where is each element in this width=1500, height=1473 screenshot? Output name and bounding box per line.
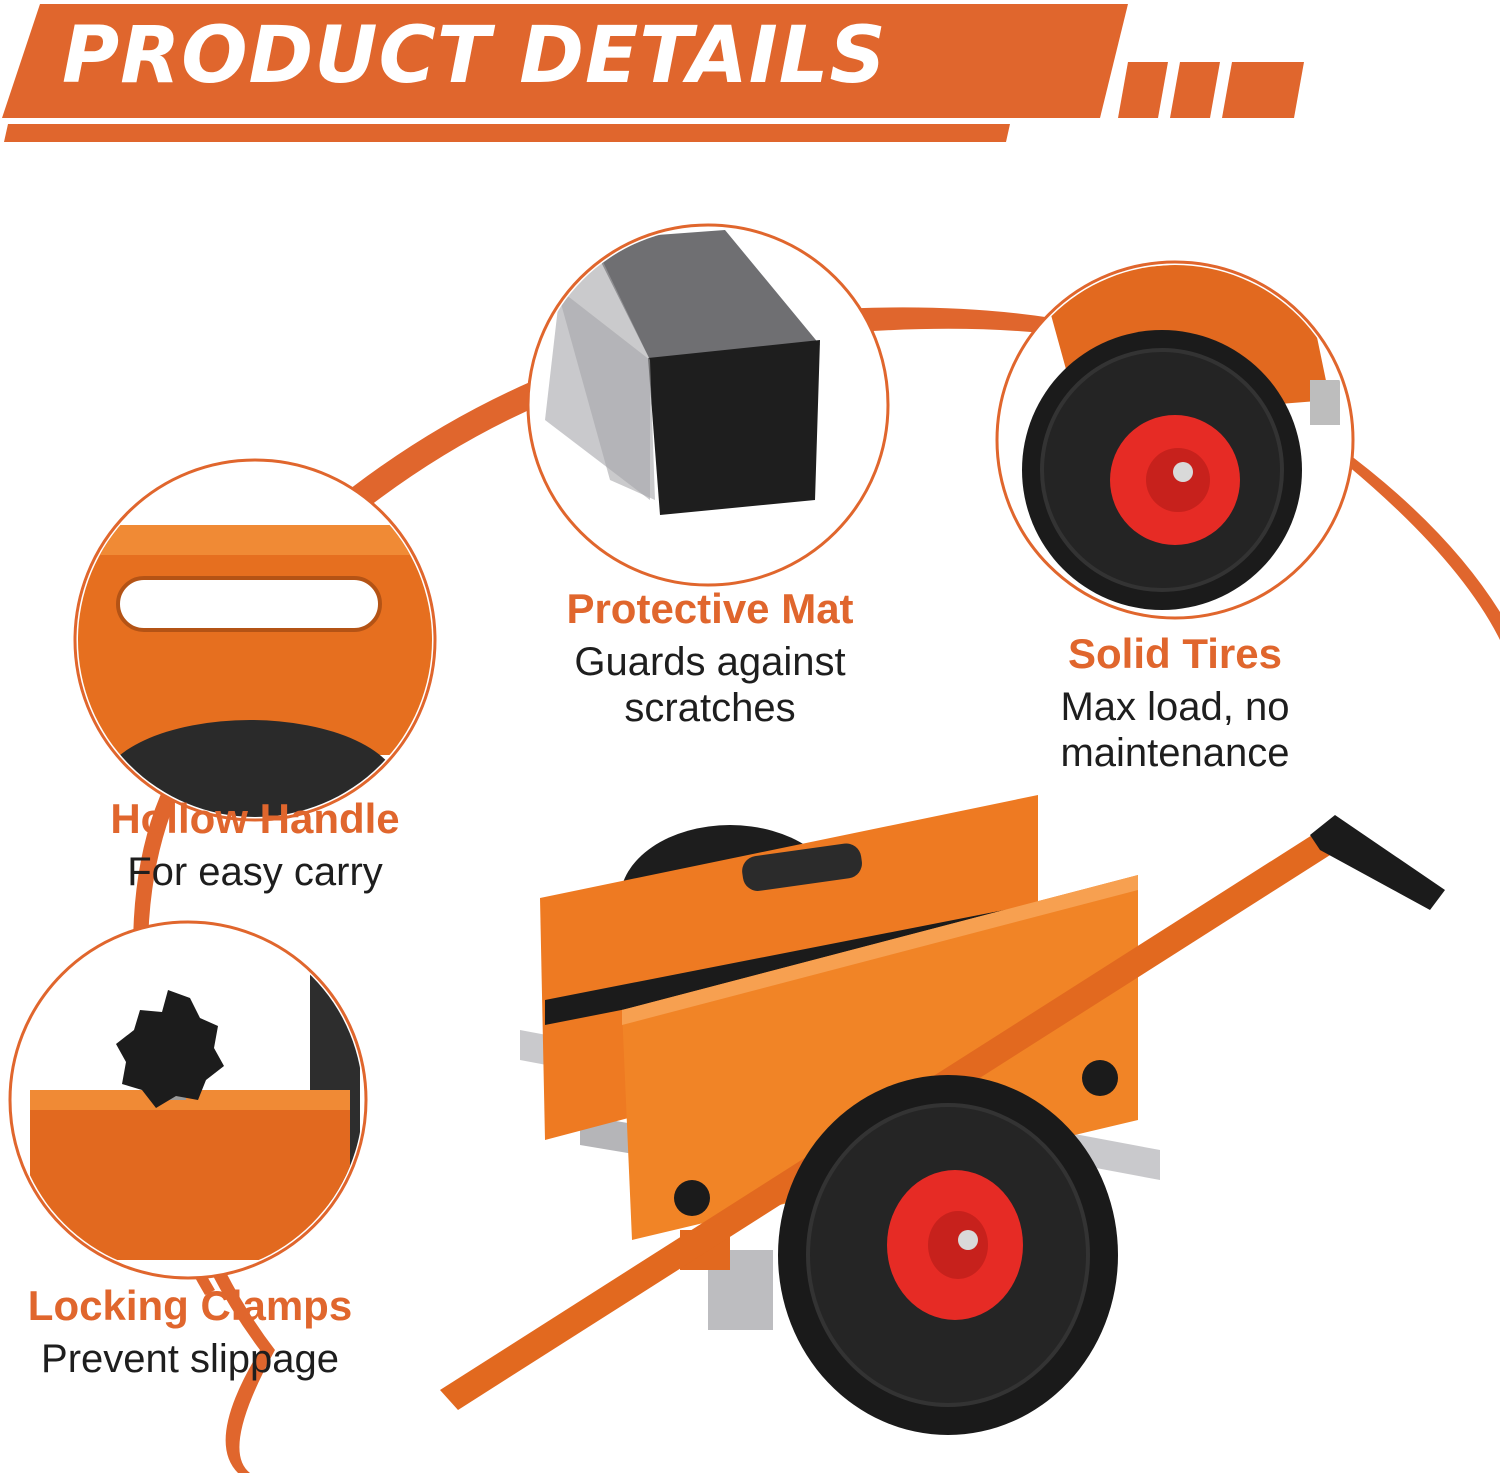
banner-underline [4, 124, 1010, 142]
decorative-arc [133, 785, 275, 1473]
locking-clamps-title: Locking Clamps [27, 1282, 353, 1329]
protective-mat-title: Protective Mat [566, 585, 854, 632]
locking-clamps-desc-line1: Prevent slippage [41, 1337, 339, 1382]
protective-mat-desc-line1: Guards against [574, 640, 846, 685]
solid-tires-detail-image [995, 260, 1355, 620]
solid-tires-desc-line2: maintenance [1060, 731, 1290, 776]
protective-mat-detail-image [526, 223, 890, 587]
protective-mat-caption: Protective Mat Guards against scratches [520, 585, 900, 731]
solid-tires-desc-line1: Max load, no [1060, 685, 1290, 730]
locking-clamps-detail-image [8, 920, 368, 1280]
panel-cart-product-image [440, 795, 1445, 1435]
solid-tires-title: Solid Tires [1068, 630, 1282, 677]
page-title: PRODUCT DETAILS [62, 11, 887, 101]
banner-shape [2, 4, 1128, 118]
banner-dash [1170, 62, 1220, 118]
hollow-handle-desc-line1: For easy carry [127, 850, 383, 895]
hollow-handle-title: Hollow Handle [110, 795, 400, 842]
banner-dash [1222, 62, 1304, 118]
solid-tires-caption: Solid Tires Max load, no maintenance [1010, 630, 1340, 776]
hollow-handle-caption: Hollow Handle For easy carry [60, 795, 450, 895]
protective-mat-desc-line2: scratches [624, 686, 796, 731]
banner-dash [1118, 62, 1168, 118]
hollow-handle-detail-image [73, 458, 437, 822]
locking-clamps-caption: Locking Clamps Prevent slippage [0, 1282, 380, 1382]
